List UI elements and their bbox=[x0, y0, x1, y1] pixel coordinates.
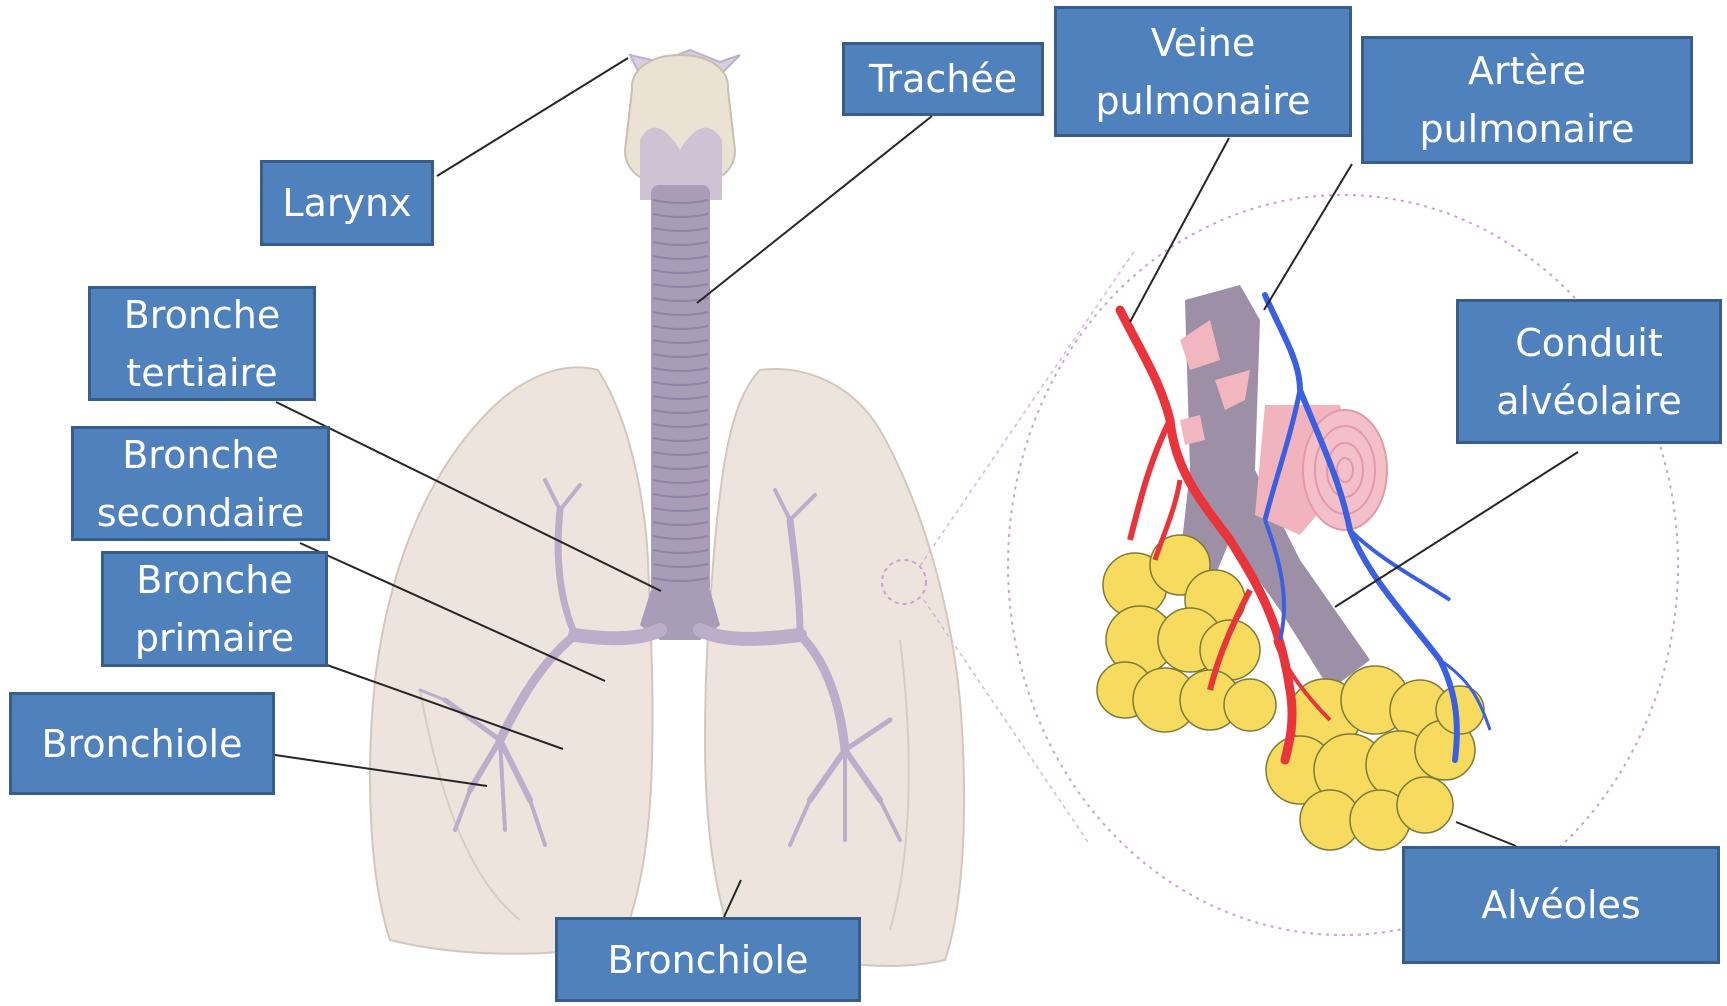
label-bronche-tertiaire: Bronche tertiaire bbox=[88, 286, 316, 401]
label-artere-pulmonaire: Artère pulmonaire bbox=[1361, 36, 1693, 164]
alveolar-detail bbox=[1097, 285, 1490, 850]
alveolus bbox=[1224, 679, 1276, 731]
alveolus bbox=[1397, 777, 1453, 833]
leader-alveoles bbox=[1456, 822, 1516, 846]
alveolus bbox=[1436, 686, 1484, 734]
label-bronche-primaire: Bronche primaire bbox=[101, 551, 328, 667]
left-lung-right-side bbox=[705, 369, 964, 966]
duct-cut-end bbox=[1255, 405, 1387, 535]
label-bronchiole-bottom: Bronchiole bbox=[555, 917, 861, 1002]
label-trachee: Trachée bbox=[842, 42, 1044, 116]
label-bronche-secondaire: Bronche secondaire bbox=[71, 426, 330, 541]
larynx-shape bbox=[625, 50, 740, 200]
label-larynx: Larynx bbox=[260, 160, 434, 246]
label-bronchiole-left: Bronchiole bbox=[9, 692, 275, 795]
leader-artere-pulmonaire bbox=[1264, 164, 1352, 310]
trachea-shape bbox=[640, 185, 720, 640]
label-conduit-alveolaire: Conduit alvéolaire bbox=[1456, 299, 1722, 444]
leader-larynx bbox=[437, 58, 628, 176]
right-lung-left-side bbox=[370, 367, 653, 953]
label-veine-pulmonaire: Veine pulmonaire bbox=[1054, 6, 1352, 137]
label-alveoles: Alvéoles bbox=[1402, 846, 1720, 964]
